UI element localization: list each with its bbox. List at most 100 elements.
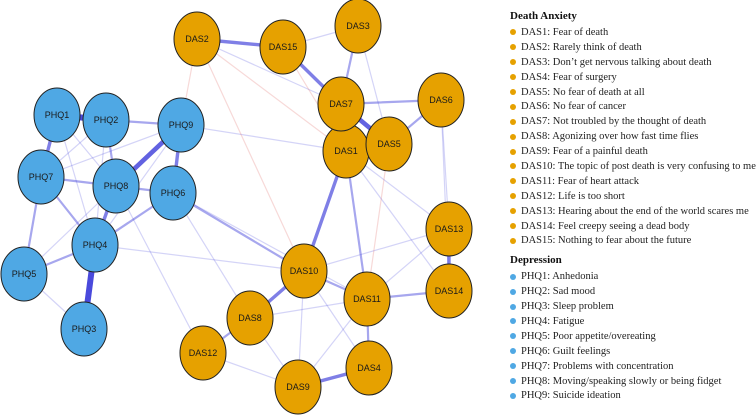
edge-das10-das13 [303,228,450,272]
legend-item: DAS1: Fear of death [508,25,753,40]
node-label: DAS11 [353,294,381,304]
legend-item: DAS8: Agonizing over how fast time flies [508,129,753,144]
edge-das2-das10 [196,38,305,272]
legend-dot-icon [510,237,516,244]
legend-item: PHQ8: Moving/speaking slowly or being fi… [508,374,753,389]
legend-item: DAS11: Fear of heart attack [508,174,753,189]
edge-das6-das14 [440,99,450,292]
edge-das1-das14 [345,150,450,292]
node-das13: DAS13 [425,201,473,257]
node-circle [17,149,65,205]
legend-item: PHQ2: Sad mood [508,284,753,299]
node-label: DAS5 [377,139,401,149]
node-label: PHQ5 [12,269,37,279]
node-label: DAS4 [357,363,381,373]
legend-item-label: PHQ1: Anhedonia [521,271,599,283]
node-das9: DAS9 [274,359,322,415]
edge-phq4-das10 [94,244,305,272]
legend-item-label: PHQ6: Guilt feelings [521,345,611,357]
edge-phq9-das1 [180,124,347,152]
legend-title-death-anxiety: Death Anxiety [510,10,577,22]
node-circle [157,97,205,153]
node-das2: DAS2 [173,11,221,67]
legend-dot-icon [510,89,516,95]
legend-item-label: PHQ8: Moving/speaking slowly or being fi… [521,375,722,387]
node-das7: DAS7 [317,76,365,132]
node-das10: DAS10 [280,243,328,299]
edge-phq6-das10 [171,191,306,273]
node-phq8: PHQ8 [92,158,140,214]
legend-item: PHQ9: Suicide ideation [508,388,753,403]
legend-dot-icon [510,103,516,110]
node-phq2: PHQ2 [82,92,130,148]
legend-dot-icon [510,148,516,155]
legend-item-label: DAS6: No fear of cancer [521,101,626,113]
legend-item-label: DAS8: Agonizing over how fast time flies [521,131,699,143]
legend-item: PHQ1: Anhedonia [508,269,753,284]
node-label: DAS2 [185,34,209,44]
legend-dot-icon [510,333,516,340]
node-circle [0,246,48,302]
legend-dot-icon [510,59,516,66]
node-label: DAS7 [329,99,353,109]
node-circle [345,340,393,396]
legend-item-label: DAS1: Fear of death [521,26,609,38]
legend-item-label: PHQ7: Problems with concentration [521,360,674,372]
legend-item-label: PHQ5: Poor appetite/overeating [521,330,656,342]
legend-item: DAS5: No fear of death at all [508,85,753,100]
node-das15: DAS15 [259,19,307,75]
legend-dot-icon [510,223,516,230]
legend-item-label: DAS14: Feel creepy seeing a dead body [521,220,690,232]
legend-dot-icon [510,392,516,399]
node-label: PHQ3 [72,324,97,334]
edge-phq7-phq9 [40,124,182,178]
legend-item-label: PHQ3: Sleep problem [521,301,614,313]
node-das11: DAS11 [343,271,391,327]
node-phq6: PHQ6 [149,165,197,221]
legend-dot-icon [510,348,516,355]
legend-item-label: PHQ2: Sad mood [521,286,596,298]
legend-item: PHQ5: Poor appetite/overeating [508,329,753,344]
edge-das2-das1 [196,38,347,152]
node-phq3: PHQ3 [60,301,108,357]
edge-das2-das7 [196,38,342,105]
node-label: DAS10 [290,266,319,276]
node-circle [82,92,130,148]
node-circle [365,116,413,172]
node-circle [274,359,322,415]
legend-item-label: DAS3: Don’t get nervous talking about de… [521,56,712,68]
node-label: DAS8 [238,313,262,323]
node-label: DAS9 [286,382,310,392]
legend-item-label: DAS9: Fear of a painful death [521,146,648,158]
node-label: PHQ7 [29,172,54,182]
node-phq9: PHQ9 [157,97,205,153]
legend-dot-icon [510,378,516,385]
legend-item: PHQ3: Sleep problem [508,299,753,314]
legend-dot-icon [510,363,516,370]
node-phq1: PHQ1 [33,87,81,143]
node-das3: DAS3 [334,0,382,54]
node-circle [149,165,197,221]
node-label: DAS3 [346,21,370,31]
node-das12: DAS12 [179,325,227,381]
node-circle [179,325,227,381]
node-das1: DAS1 [322,123,370,179]
legend-item-label: DAS2: Rarely think of death [521,41,642,53]
node-label: DAS14 [435,286,464,296]
node-label: DAS6 [429,95,453,105]
legend-item-label: DAS7: Not troubled by the thought of dea… [521,116,707,128]
legend-item-label: PHQ9: Suicide ideation [521,390,621,402]
legend-item-label: DAS10: The topic of post death is very c… [521,160,756,172]
node-circle [226,290,274,346]
legend-item: DAS13: Hearing about the end of the worl… [508,204,753,219]
legend-dot-icon [510,44,516,51]
node-label: PHQ9 [169,120,194,130]
node-circle [417,72,465,128]
legend-item: PHQ6: Guilt feelings [508,344,753,359]
